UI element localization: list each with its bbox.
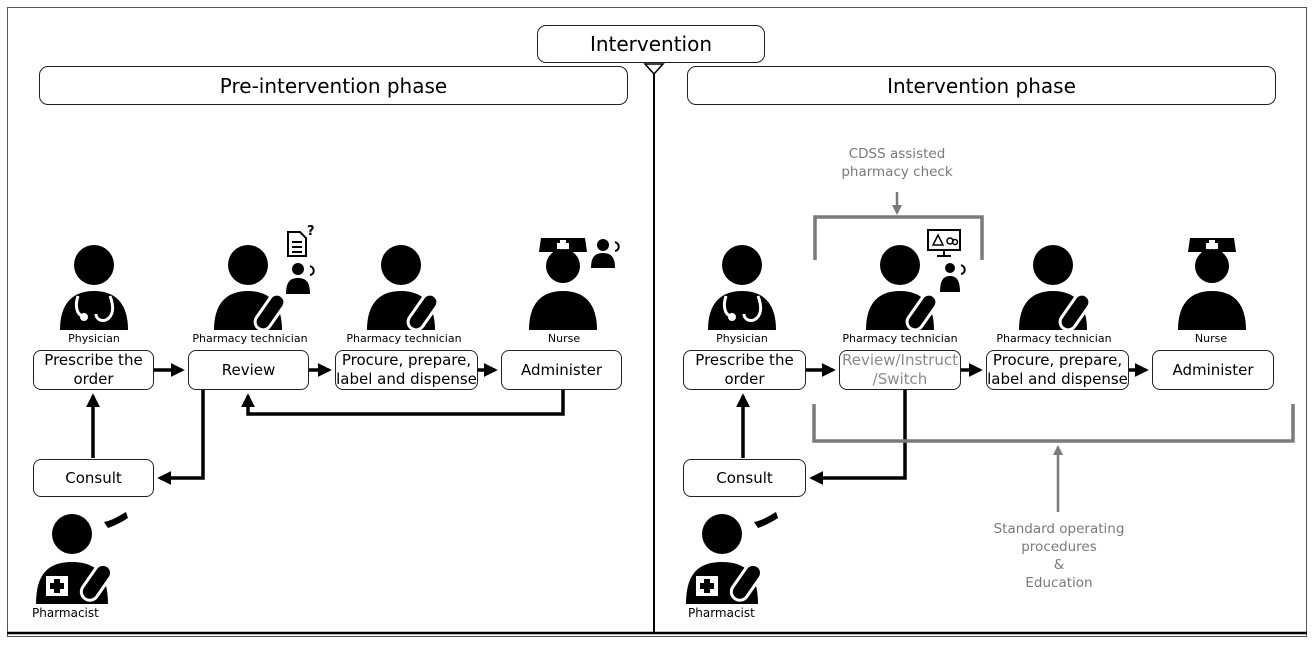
administer-step-2: Administer	[1152, 350, 1274, 390]
monitor-warning-icon	[927, 229, 961, 257]
consult-step: Consult	[33, 459, 154, 497]
post-flow-arrows	[736, 363, 1149, 485]
pharmacist-icon	[686, 512, 778, 604]
support-staff-icon	[286, 263, 315, 294]
svg-text:?: ?	[307, 224, 315, 239]
pharmacist-label-2: Pharmacist	[688, 606, 755, 620]
intervention-title: Intervention	[537, 25, 765, 63]
sop-bracket	[812, 404, 1295, 512]
prescribe-order-step-2: Prescribe the order	[683, 350, 806, 390]
nurse-icon	[1178, 238, 1246, 330]
support-staff-icon	[940, 263, 966, 292]
pharmacy-technician-icon	[1019, 245, 1092, 330]
physician-label-2: Physician	[716, 332, 768, 345]
pharmacy-technician-label-3: Pharmacy technician	[842, 332, 958, 345]
review-step: Review	[188, 350, 309, 390]
sop-annotation: Standard operating procedures & Educatio…	[993, 521, 1125, 591]
intervention-pointer	[643, 63, 665, 76]
procure-step-2: Procure, prepare, label and dispense	[986, 350, 1129, 390]
pharmacist-icon	[36, 512, 128, 604]
arrow-review-consult	[157, 390, 205, 485]
pharmacy-technician-label: Pharmacy technician	[192, 332, 308, 345]
prescribe-order-step: Prescribe the order	[33, 350, 154, 390]
figure-frame	[7, 7, 1307, 637]
physician-label: Physician	[68, 332, 120, 345]
document-question-icon: ?	[287, 224, 315, 257]
support-staff-icon	[591, 239, 620, 268]
pre-intervention-phase-title: Pre-intervention phase	[39, 66, 628, 105]
procure-step: Procure, prepare, label and dispense	[335, 350, 478, 390]
review-instruct-switch-step: Review/Instruct /Switch	[839, 350, 961, 390]
cdss-bracket	[813, 192, 984, 260]
physician-icon	[708, 245, 776, 330]
administer-step: Administer	[501, 350, 622, 390]
nurse-label: Nurse	[547, 332, 581, 345]
pharmacy-technician-icon	[367, 245, 440, 330]
arrow-administer-review	[241, 390, 565, 416]
pharmacist-label: Pharmacist	[32, 606, 99, 620]
cdss-annotation: CDSS assisted pharmacy check	[841, 146, 953, 180]
nurse-icon	[529, 238, 597, 330]
physician-icon	[60, 245, 128, 330]
nurse-label-2: Nurse	[1194, 332, 1228, 345]
arrow-review-consult-2	[809, 390, 907, 485]
pre-flow-arrows	[86, 363, 565, 485]
pharmacy-technician-icon	[214, 245, 287, 330]
pharmacy-technician-label-2: Pharmacy technician	[346, 332, 462, 345]
consult-step-2: Consult	[683, 459, 806, 497]
pharmacy-technician-label-4: Pharmacy technician	[996, 332, 1112, 345]
pharmacy-technician-icon	[866, 245, 939, 330]
intervention-phase-title: Intervention phase	[687, 66, 1276, 105]
